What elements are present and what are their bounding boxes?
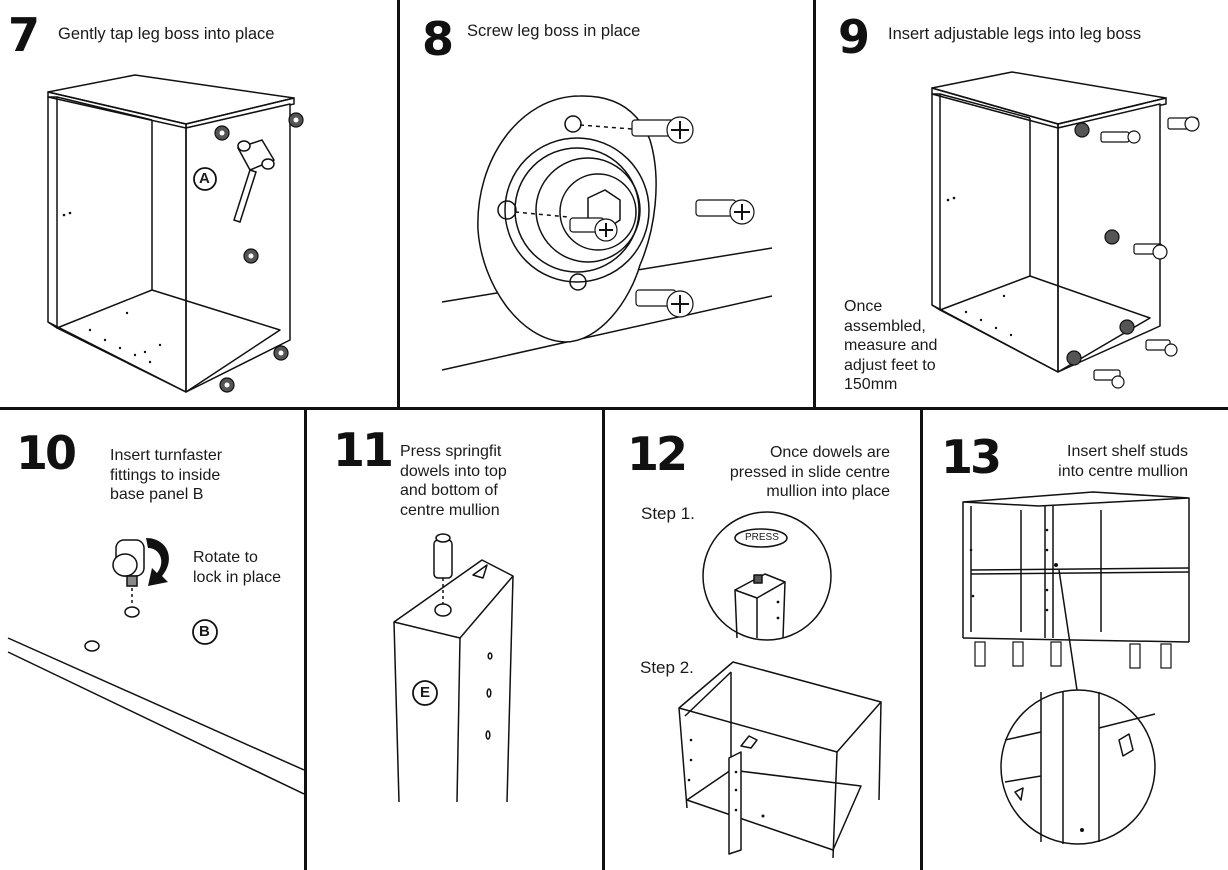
cabinet-legs-illustration — [931, 71, 1200, 389]
step-13-panel: 13 Insert shelf studs into centre mullio… — [923, 410, 1228, 870]
step-number: 7 — [8, 8, 40, 62]
divider-top-1 — [397, 0, 400, 410]
step-number: 11 — [333, 423, 394, 477]
step-9-panel: 9 Insert adjustable legs into leg boss — [816, 0, 1228, 407]
part-label-a: A — [199, 170, 210, 187]
divider-bottom-3 — [920, 410, 923, 870]
divider-bottom-2 — [602, 410, 605, 870]
shelf-studs-illustration — [962, 491, 1190, 845]
turnfaster-illustration — [7, 538, 304, 795]
step-number: 9 — [838, 10, 870, 64]
step-instruction: Once dowels are pressed in slide centre … — [729, 444, 890, 500]
step-instruction: Insert shelf studs into centre mullion — [1058, 443, 1188, 480]
mullion-insert-illustration — [678, 511, 882, 859]
cabinet-illustration — [47, 74, 304, 393]
divider-top-2 — [813, 0, 816, 410]
adjust-note: Once assembled, measure and adjust feet … — [844, 298, 938, 393]
divider-bottom-1 — [304, 410, 307, 870]
step-instruction: Press springfit dowels into top and bott… — [400, 443, 507, 519]
step-10-panel: 10 Insert turnfaster fittings to inside … — [0, 410, 304, 870]
step-number: 10 — [16, 426, 77, 480]
part-label-b: B — [199, 623, 210, 640]
step-number: 12 — [627, 427, 688, 481]
step-instruction: Insert adjustable legs into leg boss — [888, 25, 1142, 43]
step-number: 8 — [422, 12, 454, 66]
step-2-label: Step 2. — [640, 658, 694, 677]
step-8-panel: 8 Screw leg boss in place — [400, 0, 813, 407]
step-instruction: Screw leg boss in place — [467, 22, 641, 40]
rotate-instruction: Rotate to lock in place — [193, 549, 282, 586]
part-label-e: E — [420, 684, 431, 701]
step-instruction: Gently tap leg boss into place — [58, 25, 275, 43]
mullion-illustration — [393, 533, 514, 803]
step-12-panel: 12 Once dowels are pressed in slide cent… — [605, 410, 920, 870]
press-badge: PRESS — [745, 532, 779, 543]
divider-horizontal — [0, 407, 1228, 410]
leg-boss-illustration — [441, 95, 773, 371]
step-number: 13 — [941, 430, 1002, 484]
step-7-panel: 7 Gently tap leg boss into place — [0, 0, 397, 407]
step-11-panel: 11 Press springfit dowels into top and b… — [307, 410, 602, 870]
step-1-label: Step 1. — [641, 504, 695, 523]
step-instruction: Insert turnfaster fittings to inside bas… — [110, 447, 223, 503]
